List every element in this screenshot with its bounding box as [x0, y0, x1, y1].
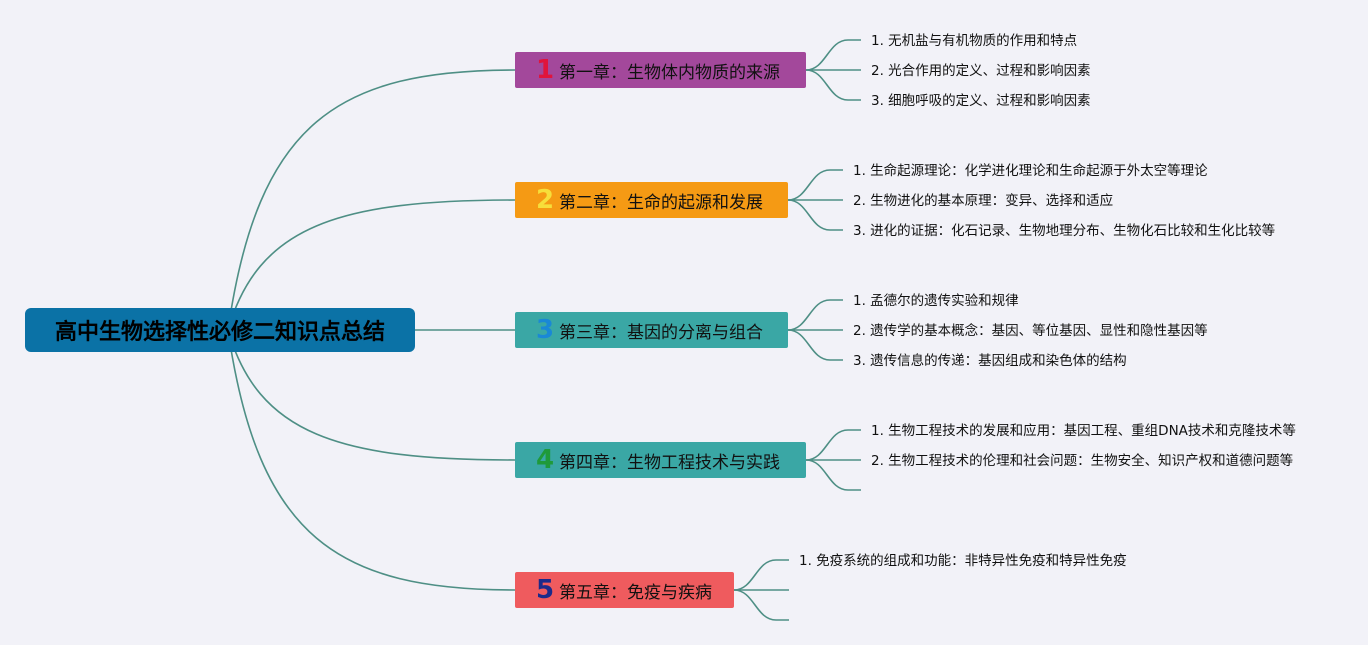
chapter-node-1[interactable]: 1 第一章：生物体内物质的来源 [515, 52, 806, 88]
connector-line [805, 429, 861, 461]
chapter-title: 第一章：生物体内物质的来源 [559, 62, 780, 83]
connector-line [805, 69, 861, 101]
chapter-title: 第四章：生物工程技术与实践 [559, 452, 780, 473]
connector-line [733, 589, 789, 621]
connector-line [227, 329, 516, 461]
topic-item[interactable]: 1. 孟德尔的遗传实验和规律 [853, 293, 1019, 309]
topic-item[interactable]: 2. 遗传学的基本概念：基因、等位基因、显性和隐性基因等 [853, 323, 1208, 339]
connector-line [805, 459, 861, 491]
chapter-number: 5 [535, 575, 555, 605]
connector-line [787, 199, 843, 231]
chapter-node-2[interactable]: 2 第二章：生命的起源和发展 [515, 182, 788, 218]
topic-item[interactable]: 1. 免疫系统的组成和功能：非特异性免疫和特异性免疫 [799, 553, 1127, 569]
connector-line [733, 559, 789, 591]
topic-item[interactable]: 1. 生命起源理论：化学进化理论和生命起源于外太空等理论 [853, 163, 1208, 179]
chapter-title: 第五章：免疫与疾病 [559, 582, 712, 603]
chapter-number: 3 [535, 315, 555, 345]
topic-item[interactable]: 1. 生物工程技术的发展和应用：基因工程、重组DNA技术和克隆技术等 [871, 423, 1296, 439]
topic-item[interactable]: 3. 遗传信息的传递：基因组成和染色体的结构 [853, 353, 1127, 369]
chapter-node-4[interactable]: 4 第四章：生物工程技术与实践 [515, 442, 806, 478]
topic-item[interactable]: 2. 生物进化的基本原理：变异、选择和适应 [853, 193, 1114, 209]
root-node[interactable]: 高中生物选择性必修二知识点总结 [25, 308, 415, 352]
connector-line [227, 329, 516, 591]
chapter-node-3[interactable]: 3 第三章：基因的分离与组合 [515, 312, 788, 348]
root-title: 高中生物选择性必修二知识点总结 [54, 320, 385, 345]
topic-item[interactable]: 2. 生物工程技术的伦理和社会问题：生物安全、知识产权和道德问题等 [871, 453, 1294, 469]
topic-item[interactable]: 3. 进化的证据：化石记录、生物地理分布、生物化石比较和生化比较等 [853, 223, 1276, 239]
topic-item[interactable]: 1. 无机盐与有机物质的作用和特点 [871, 33, 1078, 49]
chapter-number: 2 [535, 185, 555, 215]
connector-line [227, 199, 516, 331]
connector-line [787, 299, 843, 331]
chapter-node-5[interactable]: 5 第五章：免疫与疾病 [515, 572, 734, 608]
connector-line [787, 329, 843, 361]
chapter-number: 1 [535, 55, 555, 85]
chapter-title: 第三章：基因的分离与组合 [559, 322, 763, 343]
connector-line [227, 69, 516, 331]
topic-item[interactable]: 3. 细胞呼吸的定义、过程和影响因素 [871, 93, 1091, 109]
connector-line [787, 169, 843, 201]
chapter-number: 4 [535, 445, 555, 475]
chapter-title: 第二章：生命的起源和发展 [559, 192, 763, 213]
topic-item[interactable]: 2. 光合作用的定义、过程和影响因素 [871, 63, 1091, 79]
connector-line [805, 39, 861, 71]
